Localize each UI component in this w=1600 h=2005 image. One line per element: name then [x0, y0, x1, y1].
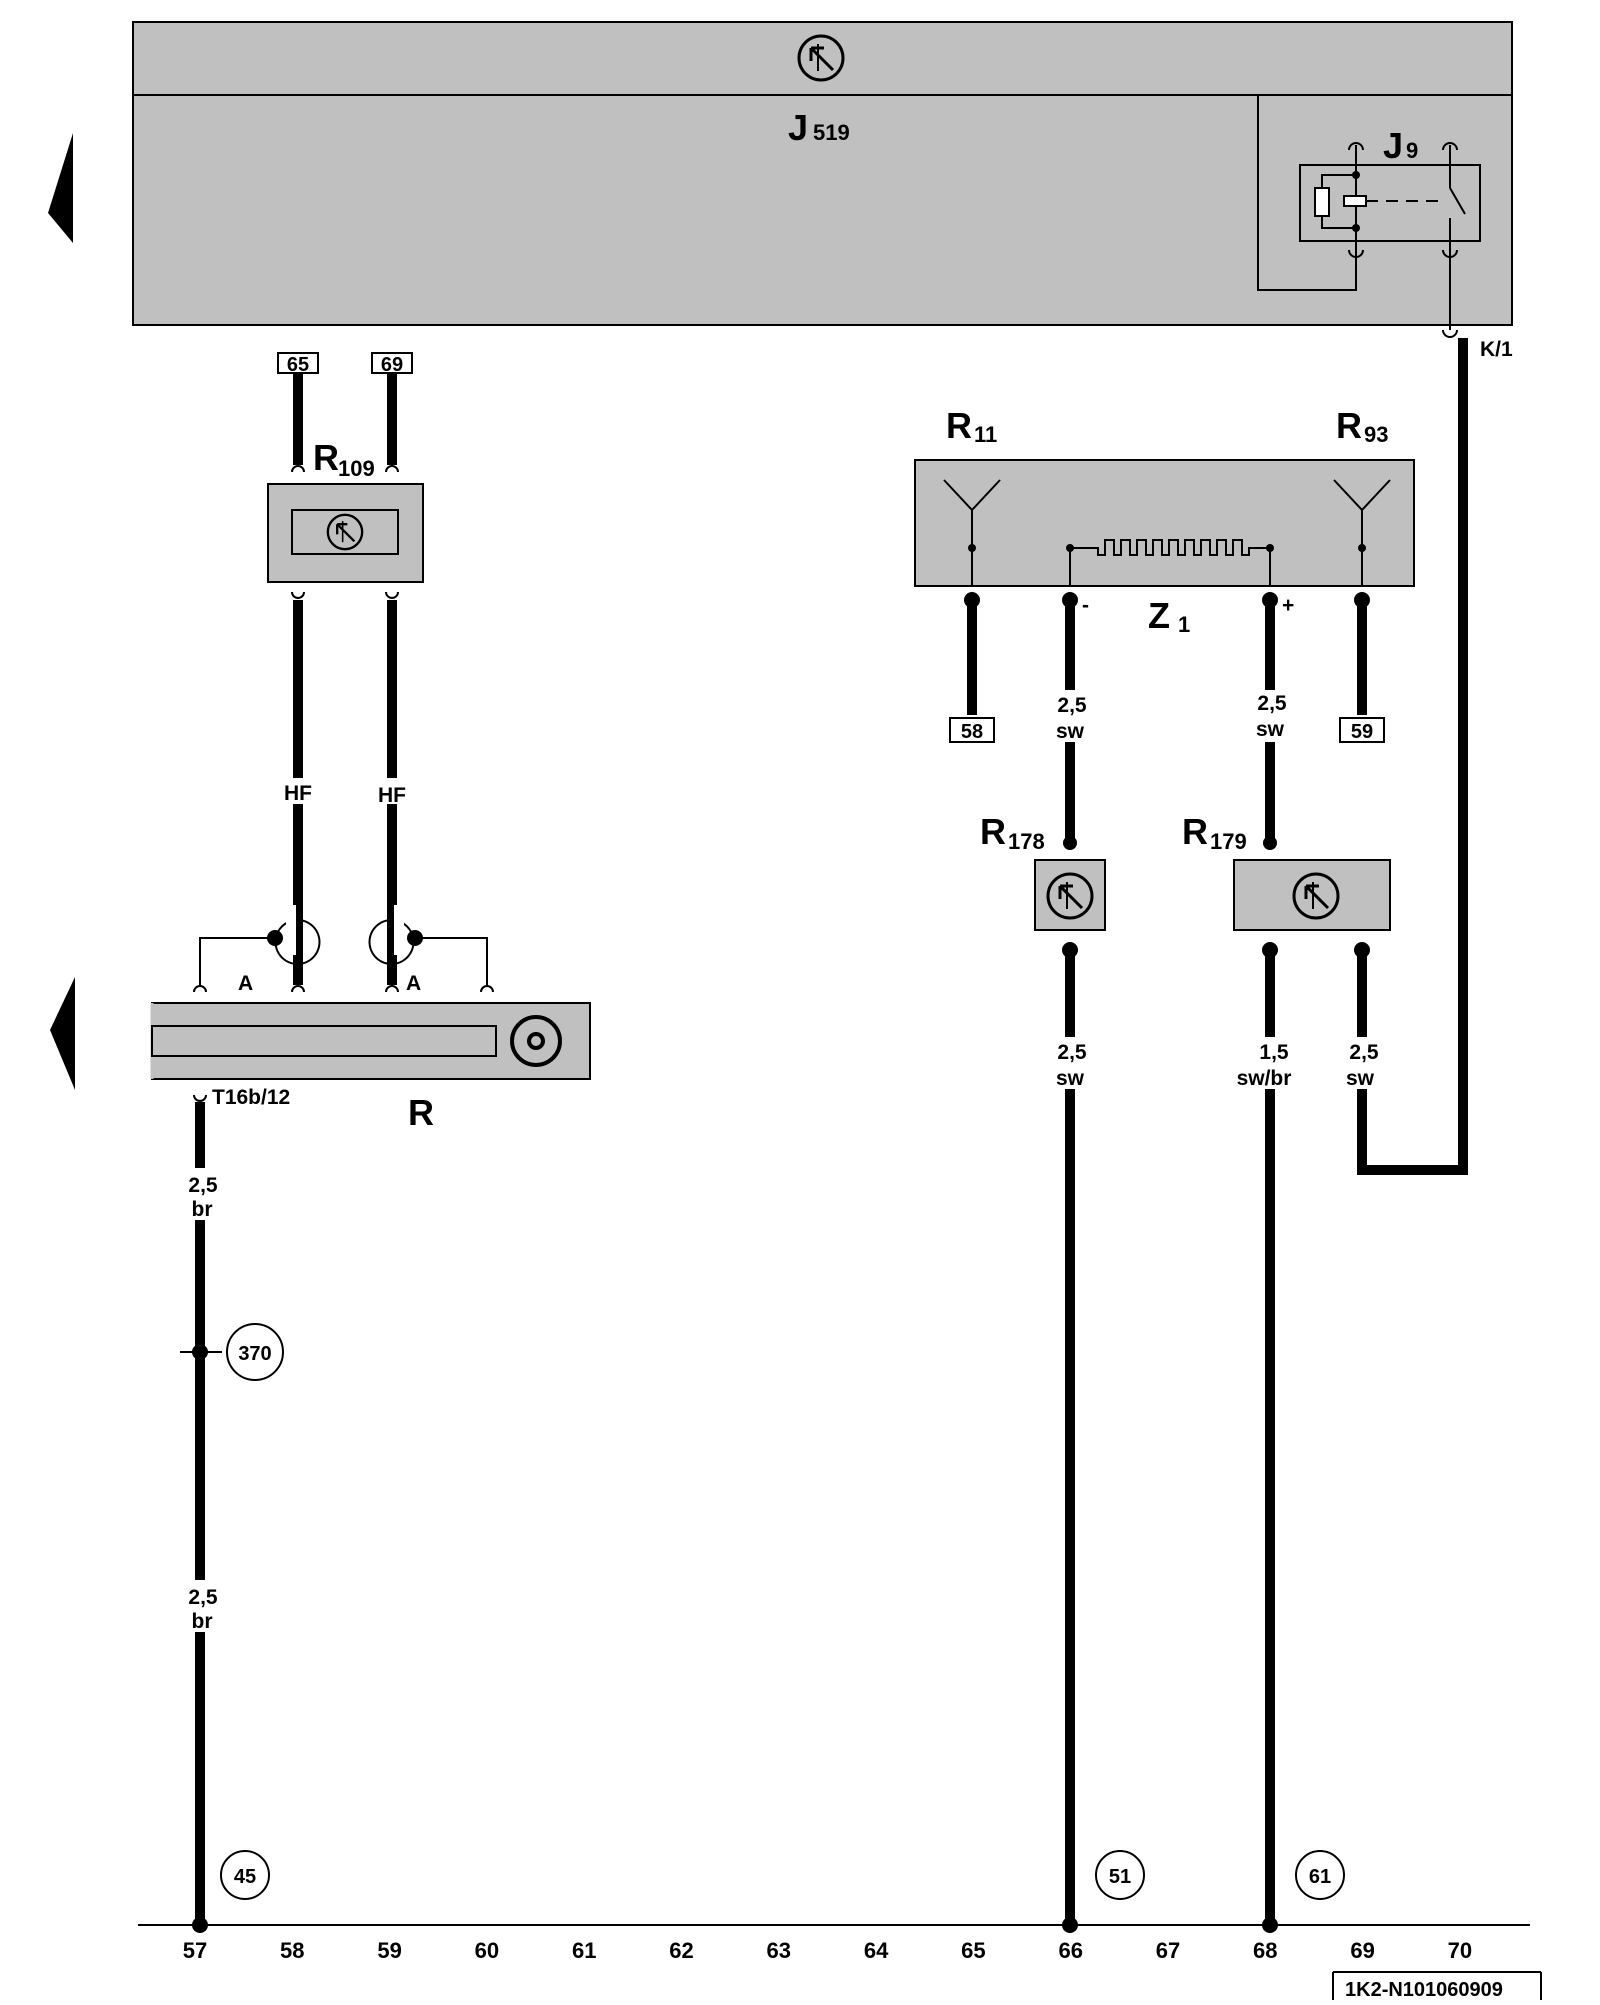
antenna-r11-icon	[943, 479, 1001, 552]
ref-box-65: 65	[287, 354, 309, 376]
wire-68: 1,5 sw/br 61	[1230, 942, 1345, 1933]
column-number: 67	[1156, 1938, 1180, 1963]
w57-top-color: br	[192, 1198, 213, 1221]
z1-label: Z	[1148, 595, 1170, 636]
column-number: 70	[1448, 1938, 1472, 1963]
j519-label: J	[788, 107, 808, 148]
ref-box-59: 59	[1351, 721, 1373, 743]
ground-point-61: 61	[1309, 1866, 1331, 1888]
z1-minus-sign: -	[1082, 594, 1089, 617]
control-unit-j519: J 519 J 9	[132, 21, 1513, 330]
column-number: 62	[669, 1938, 693, 1963]
component-rear-window-antenna: R 11 R 93 Z 1	[914, 405, 1415, 637]
drawing-code-text: 1K2-N101060909	[1345, 1979, 1503, 2000]
hf-left-label: HF	[284, 782, 312, 805]
column-number: 61	[572, 1938, 596, 1963]
r11-label: R	[946, 405, 972, 446]
wire-z1-plus: + 2,5 sw	[1248, 592, 1294, 850]
z1-minus-color: sw	[1056, 720, 1085, 743]
z1-plus-sign: +	[1282, 594, 1294, 617]
connector-t16b: T16b/12	[212, 1086, 290, 1109]
column-number: 58	[280, 1938, 304, 1963]
r179-left-size: 1,5	[1259, 1041, 1289, 1064]
r179-label: R	[1182, 811, 1208, 852]
connector-a-right: A	[406, 972, 421, 995]
ground-point-370: 370	[238, 1343, 271, 1365]
connector-a-left: A	[238, 972, 253, 995]
column-number: 63	[767, 1938, 791, 1963]
column-numbers: 57 58 59 60 61 62 63 64 65 66 67 68 69 70	[183, 1938, 1472, 1963]
column-number: 59	[377, 1938, 401, 1963]
heater-element-z1-icon	[1066, 539, 1274, 585]
column-number: 68	[1253, 1938, 1277, 1963]
column-number: 69	[1350, 1938, 1374, 1963]
antenna-r93-icon	[1333, 479, 1391, 552]
r109-label: R	[313, 437, 339, 478]
r178-sub: 178	[1008, 829, 1045, 854]
wire-k1: K/1	[1357, 329, 1513, 1175]
column-number: 66	[1058, 1938, 1082, 1963]
column-number: 60	[475, 1938, 499, 1963]
column-number: 64	[864, 1938, 889, 1963]
ground-point-45: 45	[234, 1866, 256, 1888]
r179-sub: 179	[1210, 829, 1247, 854]
continuation-arrow-top-icon	[48, 133, 73, 243]
relay-j9: J 9	[1257, 95, 1481, 330]
hf-right-label: HF	[378, 784, 406, 807]
w57-top-size: 2,5	[188, 1174, 218, 1197]
r93-label: R	[1336, 405, 1362, 446]
component-r178: R 178	[980, 811, 1106, 931]
drawing-code: 1K2-N101060909	[1332, 1971, 1542, 2001]
w57-bottom-color: br	[192, 1610, 213, 1633]
radio-r-label: R	[408, 1092, 434, 1133]
wire-r179-right: 2,5 sw	[1340, 942, 1384, 1090]
wire-66: 2,5 sw 51	[1048, 942, 1145, 1933]
r178-out-color: sw	[1056, 1067, 1085, 1090]
r11-sub: 11	[974, 422, 997, 447]
wire-57: 2,5 br 370 2,5 br 45	[180, 1102, 284, 1933]
component-r179: R 179	[1182, 811, 1391, 931]
wire-r93-out: 59	[1339, 592, 1385, 743]
ref-box-69: 69	[381, 354, 403, 376]
r178-label: R	[980, 811, 1006, 852]
column-number: 57	[183, 1938, 207, 1963]
component-radio-r: A A T16b/12 R	[150, 905, 591, 1133]
w57-bottom-size: 2,5	[188, 1586, 218, 1609]
z1-minus-size: 2,5	[1057, 694, 1087, 717]
r178-out-size: 2,5	[1057, 1041, 1087, 1064]
r179-right-color: sw	[1346, 1067, 1375, 1090]
j519-sub: 519	[813, 120, 850, 145]
r179-right-size: 2,5	[1349, 1041, 1379, 1064]
r93-sub: 93	[1364, 422, 1388, 447]
wire-r11-out: 58	[949, 592, 995, 743]
component-r109: 65 69 R 109 HF HF	[267, 352, 424, 985]
z1-plus-color: sw	[1256, 718, 1285, 741]
z1-plus-size: 2,5	[1257, 692, 1287, 715]
continuation-arrow-middle-icon	[50, 977, 75, 1090]
k1-label: K/1	[1480, 338, 1513, 361]
r179-left-color: sw/br	[1237, 1067, 1292, 1090]
wire-z1-minus: - 2,5 sw	[1048, 592, 1092, 850]
ref-box-58: 58	[961, 721, 983, 743]
r109-sub: 109	[338, 456, 375, 481]
column-number: 65	[961, 1938, 985, 1963]
z1-sub: 1	[1178, 612, 1190, 637]
ground-point-51: 51	[1109, 1866, 1131, 1888]
j9-sub: 9	[1406, 138, 1418, 163]
j9-label: J	[1383, 125, 1403, 166]
